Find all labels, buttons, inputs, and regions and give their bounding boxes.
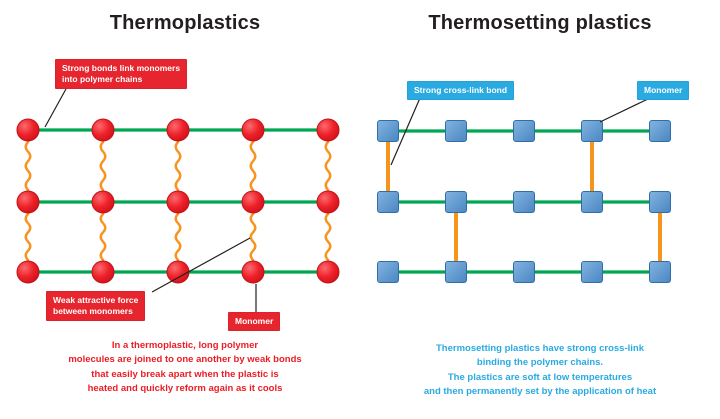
monomer-circle <box>166 118 190 142</box>
monomer-circle <box>91 118 115 142</box>
weak-bond-squiggle <box>174 212 182 262</box>
strong-bonds-label: Strong bonds link monomers into polymer … <box>55 59 188 90</box>
thermoplastic-lattice <box>16 118 340 284</box>
monomer-circle <box>241 118 265 142</box>
left-panel-caption: In a thermoplastic, long polymer molecul… <box>68 340 302 394</box>
monomer-square <box>377 191 399 213</box>
leader-strong-bonds <box>44 88 67 128</box>
crosslink-label: Strong cross-link bond <box>407 81 515 101</box>
weak-force-label: Weak attractive force between monomers <box>46 291 146 322</box>
monomer-square <box>581 191 603 213</box>
monomer-square <box>581 120 603 142</box>
leader-crosslink <box>390 97 421 166</box>
monomer-square <box>377 261 399 283</box>
leader-monomer-right <box>599 97 651 123</box>
right-panel-caption: Thermosetting plastics have strong cross… <box>423 343 657 397</box>
left-panel-title: Thermoplastics <box>109 12 261 34</box>
right-panel-title: Thermosetting plastics <box>428 12 652 34</box>
monomer-square <box>581 261 603 283</box>
monomer-square <box>649 120 671 142</box>
monomer-square <box>445 261 467 283</box>
monomer-circle <box>16 190 40 214</box>
weak-bond-squiggle <box>324 212 332 262</box>
monomer-circle <box>91 260 115 284</box>
monomer-circle <box>316 260 340 284</box>
leader-lines <box>44 88 651 312</box>
thermosetting-lattice <box>377 120 671 283</box>
leader-weak-force <box>151 237 251 293</box>
monomer-square <box>649 191 671 213</box>
weak-bond-squiggle <box>174 140 182 192</box>
monomer-circle <box>91 190 115 214</box>
monomer-circle <box>166 260 190 284</box>
monomer-square <box>445 120 467 142</box>
monomer-circle <box>316 118 340 142</box>
weak-bond-squiggle <box>249 212 257 262</box>
monomer-circle <box>316 190 340 214</box>
monomer-square <box>513 191 535 213</box>
monomer-square <box>649 261 671 283</box>
monomer-circle <box>16 118 40 142</box>
weak-bond-squiggle <box>24 212 32 262</box>
weak-bond-squiggle <box>99 212 107 262</box>
monomer-circle <box>16 260 40 284</box>
monomer-square <box>513 261 535 283</box>
monomer-label-left: Monomer <box>228 312 281 332</box>
weak-bond-squiggle <box>324 140 332 192</box>
monomer-circle <box>241 190 265 214</box>
weak-bond-squiggle <box>249 140 257 192</box>
weak-bond-squiggle <box>24 140 32 192</box>
monomer-square <box>513 120 535 142</box>
weak-bond-squiggle <box>99 140 107 192</box>
monomer-square <box>445 191 467 213</box>
monomer-circle <box>166 190 190 214</box>
monomer-label-right: Monomer <box>637 81 690 101</box>
monomer-square <box>377 120 399 142</box>
monomer-circle <box>241 260 265 284</box>
